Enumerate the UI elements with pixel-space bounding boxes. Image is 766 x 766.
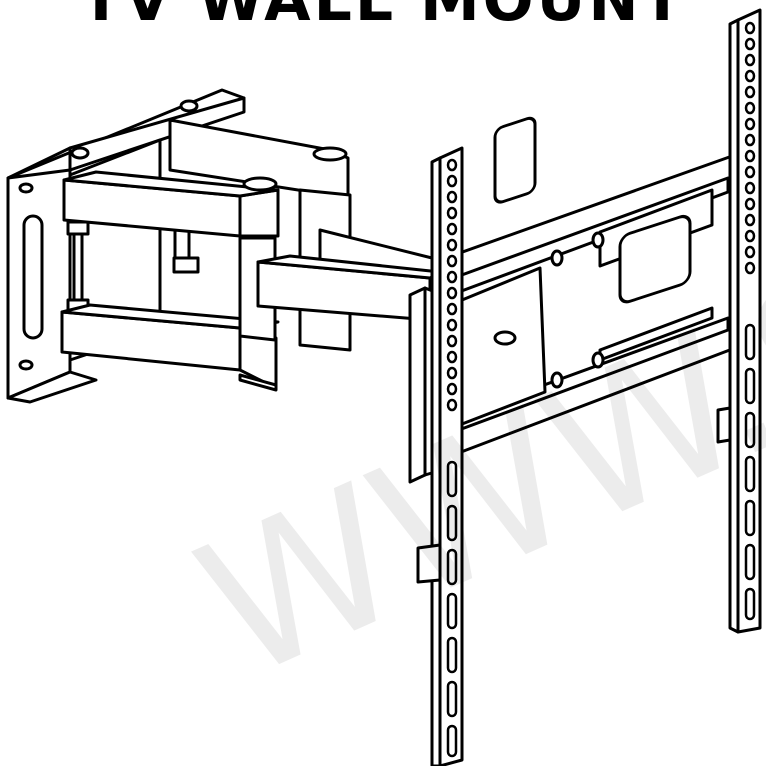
wall-plate-bolt [179,99,199,113]
hinge-nut [172,256,200,274]
middle-arm [238,236,442,342]
tv-strip-right [716,8,762,634]
upper-arm [62,170,280,238]
wall-plate-slot [22,214,44,340]
rail-nut [493,330,517,346]
strip-safety-tab [416,543,442,584]
hinge-nut [66,220,90,236]
wall-plate-bolt [70,146,90,160]
page-title: TV WALL MOUNT [80,0,686,35]
cross-rail-window [618,214,692,304]
tv-strip-left [416,146,464,766]
strip-safety-tab [716,406,732,444]
tv-cross-rail [438,116,737,462]
cross-rail-cutout [493,116,537,204]
wall-plate [6,88,246,404]
lower-arm [60,303,280,392]
